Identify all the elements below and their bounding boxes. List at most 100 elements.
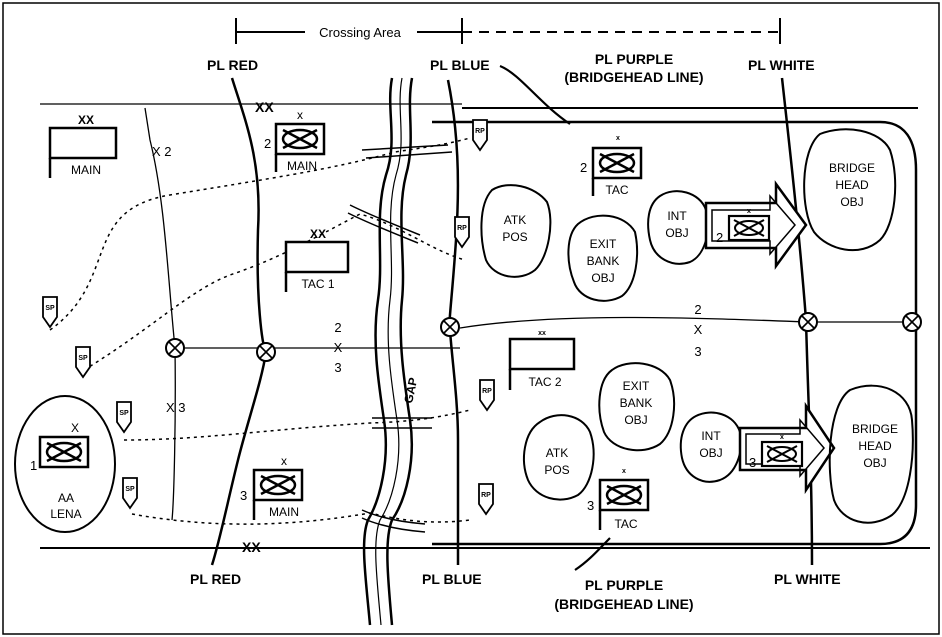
pl-white-top-label: PL WHITE (748, 57, 815, 73)
brigade-3-tac-unit: 3 (587, 498, 594, 513)
bridgehead-bottom-line1: BRIDGE (852, 422, 898, 436)
brigade-3-tac-echelon: x (622, 468, 626, 475)
assembly-area-label-1: AA (58, 491, 74, 505)
brigade-3-main-label: MAIN (269, 505, 299, 519)
brigade-2-main-cp (274, 122, 326, 172)
brigade-2-tac-cp (591, 146, 643, 196)
tac2-echelon: xx (538, 330, 546, 337)
brigade-3-main-cp (252, 468, 304, 520)
int-obj-top-area (647, 190, 709, 265)
boundary-mid-right-x: X (694, 322, 703, 337)
attack-arrow-bottom-unit-number: 3 (749, 455, 756, 470)
pl-white-bottom-label: PL WHITE (774, 571, 841, 587)
int-obj-bottom-line2: OBJ (699, 446, 722, 460)
rp-label: RP (482, 388, 492, 395)
pl-purple-bottom-label: PL PURPLE (585, 577, 663, 593)
attack-arrow-top-unit-number: 2 (716, 230, 723, 245)
exit-bank-bottom-line3: OBJ (624, 413, 647, 427)
attack-arrow-top-unit (727, 214, 771, 242)
atk-pos-top-line2: POS (502, 230, 527, 244)
sp-markers (42, 296, 138, 509)
bridgehead-top-line2: HEAD (835, 178, 869, 192)
brigade-1-echelon: X (71, 421, 79, 435)
brigade-2-main-label: MAIN (287, 159, 317, 173)
assembly-area-outline (14, 395, 116, 533)
boundary-xx-top: XX (255, 99, 274, 115)
exit-bank-bottom-line1: EXIT (623, 379, 650, 393)
tac1-echelon: XX (310, 227, 326, 241)
boundary-mid-left-x: X (334, 340, 343, 355)
atk-pos-bottom-area (523, 414, 595, 501)
exit-bank-top-area (567, 214, 638, 302)
brigade-2-tac-label: TAC (605, 183, 628, 197)
boundary-mid-right-unit: 3 (694, 344, 701, 359)
int-obj-top-line1: INT (667, 209, 687, 223)
sp-label: SP (119, 410, 129, 417)
int-obj-top-line2: OBJ (665, 226, 688, 240)
pl-red-bottom-label: PL RED (190, 571, 241, 587)
division-main-label: MAIN (71, 163, 101, 177)
rp-label: RP (475, 128, 485, 135)
crossing-area-bracket (235, 18, 781, 44)
pl-purple-top-line (499, 64, 571, 125)
brigade-2-tac-unit: 2 (580, 160, 587, 175)
brigade-3-tac-cp (598, 478, 650, 530)
boundary-mid-left-unit: 2 (334, 320, 341, 335)
brigade-3-main-echelon: x (281, 454, 287, 468)
bridgehead-area-outline (432, 120, 918, 546)
brigade-3-tac-label: TAC (614, 517, 637, 531)
exit-bank-bottom-line2: BANK (620, 396, 653, 410)
sp-label: SP (125, 486, 135, 493)
pl-purple-top-label: PL PURPLE (595, 51, 673, 67)
bridgehead-bottom-line2: HEAD (858, 439, 892, 453)
bridges (347, 144, 453, 533)
brigade-3-main-unit: 3 (240, 488, 247, 503)
attack-arrow-top-echelon: x (747, 208, 751, 215)
crossing-area-label: Crossing Area (319, 25, 401, 40)
atk-pos-bottom-line2: POS (544, 463, 569, 477)
assembly-area-label-2: LENA (50, 507, 81, 521)
brigade-2-tac-echelon: x (616, 135, 620, 142)
atk-pos-top-line1: ATK (504, 213, 526, 227)
pl-red-top-label: PL RED (207, 57, 258, 73)
tac2-label: TAC 2 (528, 375, 561, 389)
sp-label: SP (45, 305, 55, 312)
int-obj-bottom-area (679, 411, 742, 483)
atk-pos-top-area (480, 184, 552, 278)
routes (49, 137, 471, 525)
atk-pos-bottom-line1: ATK (546, 446, 568, 460)
boundary-lines (40, 103, 930, 549)
boundary-xx-bottom: XX (242, 539, 261, 555)
boundary-x2: X 2 (152, 144, 172, 159)
pl-blue-top-label: PL BLUE (430, 57, 490, 73)
brigade-2-main-echelon: x (297, 108, 303, 122)
river-gap (362, 77, 414, 626)
bridgehead-bottom-line3: OBJ (863, 456, 886, 470)
bridgehead-bottom-area (828, 384, 914, 524)
exit-bank-top-line2: BANK (587, 254, 620, 268)
rp-label: RP (481, 492, 491, 499)
gap-label: GAP (401, 376, 420, 404)
brigade-2-main-unit: 2 (264, 136, 271, 151)
rp-markers (454, 119, 495, 515)
attack-arrow-bottom-echelon: x (780, 434, 784, 441)
boundary-x3: X 3 (166, 400, 186, 415)
pl-purple-bottom-line (574, 537, 611, 571)
rp-label: RP (457, 225, 467, 232)
bridgehead-top-line1: BRIDGE (829, 161, 875, 175)
bridgehead-top-area (803, 128, 897, 252)
sp-label: SP (78, 355, 88, 362)
division-main-echelon: XX (78, 113, 94, 127)
pl-purple-bottom-sublabel: (BRIDGEHEAD LINE) (554, 596, 693, 612)
bridgehead-top-line3: OBJ (840, 195, 863, 209)
tac2-cp (508, 337, 576, 390)
division-main-cp (48, 126, 118, 178)
tac1-label: TAC 1 (301, 277, 334, 291)
boundary-mid-right-unit: 2 (694, 302, 701, 317)
boundary-mid-left-unit: 3 (334, 360, 341, 375)
pl-purple-top-sublabel: (BRIDGEHEAD LINE) (564, 69, 703, 85)
pl-blue-bottom-label: PL BLUE (422, 571, 482, 587)
